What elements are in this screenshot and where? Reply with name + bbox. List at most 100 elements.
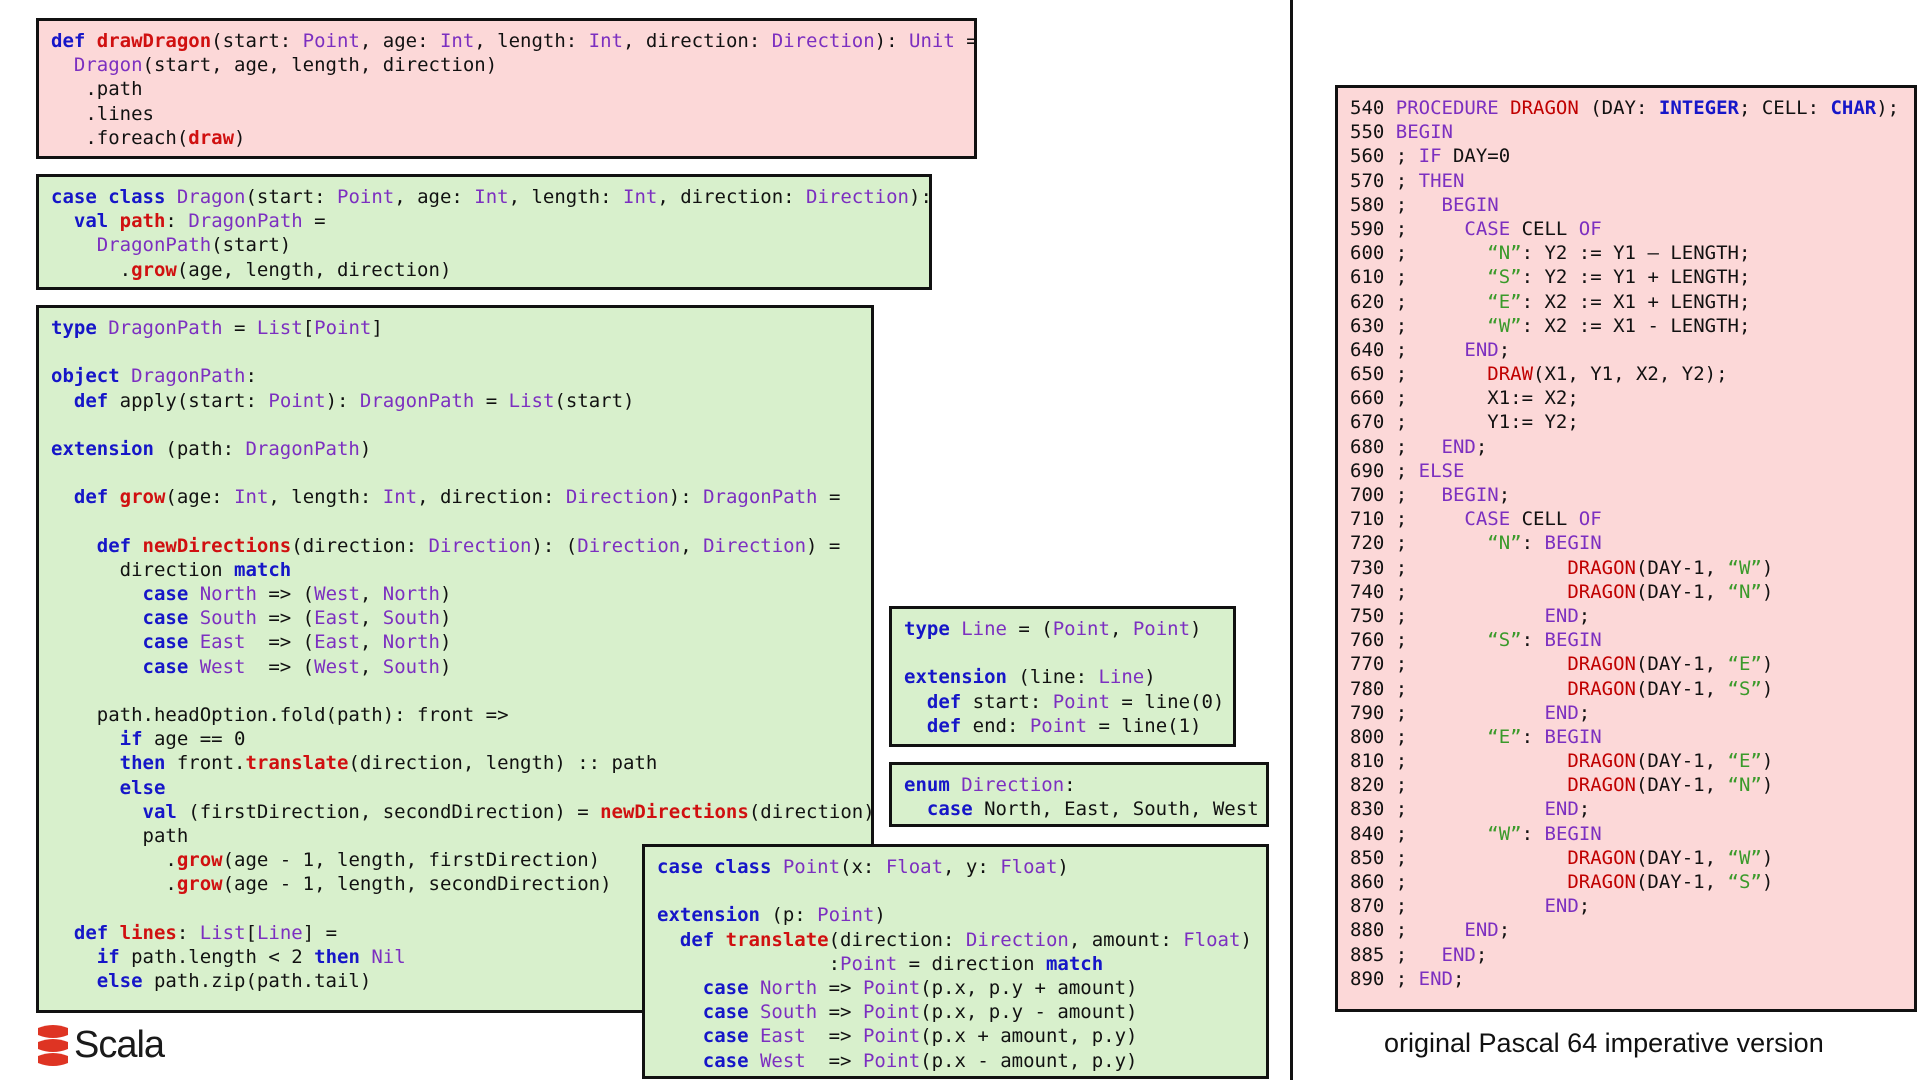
code-line: case East => Point(p.x + amount, p.y) xyxy=(657,1024,1254,1048)
code-token: Int xyxy=(439,30,475,52)
code-token: East xyxy=(199,631,246,654)
code-token xyxy=(904,715,927,737)
code-token: , direction: xyxy=(417,486,566,509)
code-token: ): xyxy=(325,389,360,412)
code-token: case class xyxy=(51,186,177,208)
code-token: DRAGON xyxy=(1567,580,1636,603)
code-token: ) xyxy=(439,607,452,630)
code-line: then front.translate(direction, length) … xyxy=(51,751,859,775)
code-token: ) xyxy=(1144,666,1156,689)
code-token: (p.x, p.y + amount) xyxy=(920,976,1138,999)
code-token: Point xyxy=(862,976,921,999)
code-token: => xyxy=(817,976,863,999)
code-token: (firstDirection, secondDirection) = xyxy=(188,800,601,823)
code-token: ; xyxy=(1475,943,1488,966)
code-line: else xyxy=(51,776,859,800)
code-token: West xyxy=(314,583,360,606)
code-token: case xyxy=(702,1049,760,1072)
code-token: List xyxy=(199,921,246,944)
code-token: def xyxy=(73,921,120,944)
code-token: (p.x - amount, p.y) xyxy=(920,1049,1138,1072)
code-token: DRAGON xyxy=(1567,653,1636,676)
code-token: Dragon xyxy=(73,54,143,77)
code-token: => ( xyxy=(256,607,315,630)
code-line: case North => (West, North) xyxy=(51,582,859,606)
code-token xyxy=(657,1001,703,1023)
code-token: ; xyxy=(1452,967,1465,990)
code-token: (start: xyxy=(211,30,303,52)
code-token: (direction: xyxy=(291,534,429,557)
code-token: ; xyxy=(1475,435,1488,458)
code-token: OF xyxy=(1578,508,1602,531)
code-token: case class xyxy=(657,856,783,878)
code-token: “N” xyxy=(1487,242,1522,265)
code-token: 560 ; xyxy=(1350,145,1419,168)
code-token: Int xyxy=(382,486,418,509)
code-token: DRAGON xyxy=(1567,677,1636,700)
code-token: case xyxy=(926,798,985,821)
code-token: ; xyxy=(1498,919,1511,942)
code-token: 760 ; xyxy=(1350,629,1488,652)
code-token: end: xyxy=(972,714,1030,737)
code-line: case West => (West, South) xyxy=(51,655,859,679)
code-token: (DAY-1, xyxy=(1635,580,1728,603)
code-token: : X2 := X1 - LENGTH; xyxy=(1521,314,1751,337)
code-token: CELL xyxy=(1510,508,1579,531)
code-line: 780 ; DRAGON(DAY-1, “S”) xyxy=(1350,677,1902,701)
code-token: => xyxy=(805,1025,863,1048)
code-token: Point xyxy=(337,186,395,208)
code-line: if age == 0 xyxy=(51,727,859,751)
code-token: West xyxy=(199,655,246,678)
code-token: 720 ; xyxy=(1350,532,1488,555)
code-token: val xyxy=(73,210,120,233)
code-token: “S” xyxy=(1727,871,1762,893)
code-token: .lines xyxy=(51,102,154,125)
code-token: Unit xyxy=(909,30,955,52)
code-token: newDirections xyxy=(142,534,292,557)
code-token: Point xyxy=(817,904,875,927)
code-token: = direction xyxy=(897,952,1046,975)
dragon-path-code-panel: type DragonPath = List[Point]object Drag… xyxy=(36,305,874,1013)
code-line: 850 ; DRAGON(DAY-1, “W”) xyxy=(1350,846,1902,870)
code-line: 720 ; “N”: BEGIN xyxy=(1350,531,1902,555)
code-token: South xyxy=(382,655,440,678)
code-token: ): ( xyxy=(531,534,578,557)
code-token: 800 ; xyxy=(1350,725,1488,748)
code-token: Float xyxy=(1183,928,1241,951)
code-token: 670 ; Y1:= Y2; xyxy=(1350,411,1579,434)
code-token: END xyxy=(1464,338,1499,361)
code-token xyxy=(657,1050,703,1072)
code-token: Point xyxy=(862,1001,921,1024)
code-token: , y: xyxy=(943,856,1001,878)
code-line: 740 ; DRAGON(DAY-1, “N”) xyxy=(1350,580,1902,604)
code-line: def end: Point = line(1) xyxy=(904,714,1221,738)
code-line: case East => (East, North) xyxy=(51,630,859,654)
code-token: END xyxy=(1544,798,1579,821)
code-line: 570 ; THEN xyxy=(1350,169,1902,193)
dragon-case-class-code-panel: case class Dragon(start: Point, age: Int… xyxy=(36,174,932,290)
code-line: 680 ; END; xyxy=(1350,435,1902,459)
code-line: 885 ; END; xyxy=(1350,943,1902,967)
code-token: West xyxy=(759,1049,806,1072)
code-token: “W” xyxy=(1487,822,1522,845)
code-token: BEGIN xyxy=(1544,725,1602,748)
drawdragon-code-panel: def drawDragon(start: Point, age: Int, l… xyxy=(36,18,977,159)
code-line: 650 ; DRAW(X1, Y1, X2, Y2); xyxy=(1350,362,1902,386)
code-token: ; xyxy=(1578,895,1591,918)
code-token: (DAY-1, xyxy=(1635,774,1728,797)
code-token: ) xyxy=(1057,856,1069,878)
code-line: .grow(age - 1, length, secondDirection) xyxy=(51,872,859,896)
code-token: 860 ; xyxy=(1350,871,1568,893)
code-token: lines xyxy=(119,921,177,944)
code-token: “S” xyxy=(1487,629,1522,652)
code-line xyxy=(51,461,859,485)
code-line: def grow(age: Int, length: Int, directio… xyxy=(51,485,859,509)
code-token: case xyxy=(702,1025,760,1048)
code-token: (p.x, p.y - amount) xyxy=(920,1001,1138,1024)
code-token: 820 ; xyxy=(1350,774,1568,797)
code-token: ) xyxy=(1761,653,1774,676)
code-token: type xyxy=(51,317,109,339)
code-token: ) xyxy=(439,583,452,606)
code-token: Point xyxy=(314,317,372,339)
code-token: = xyxy=(817,486,841,509)
